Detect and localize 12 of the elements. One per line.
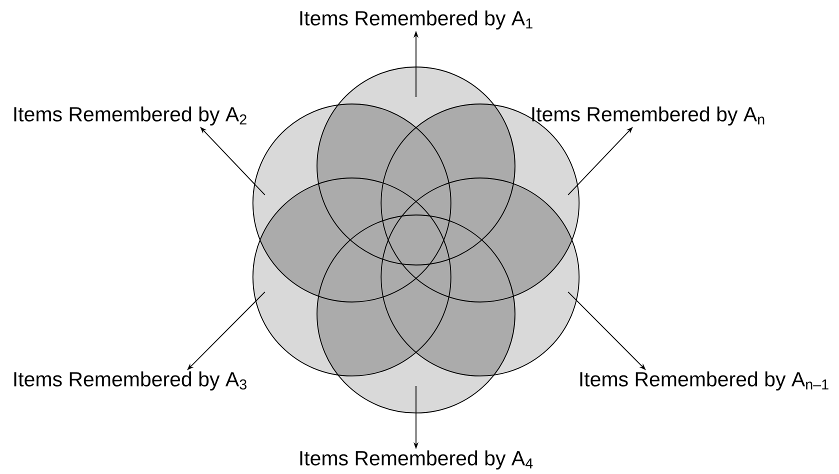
item-label: Items Remembered by A$_{4}$ — [300, 450, 533, 470]
item-label: Items Remembered by A$_{1}$ — [300, 10, 532, 30]
item-label: Items Remembered by A$_{n–1}$ — [580, 371, 828, 391]
circle — [316, 66, 516, 266]
item-label: Items Remembered by A$_{2}$ — [14, 106, 246, 126]
circle — [380, 104, 580, 302]
circle — [252, 178, 452, 376]
item-label: Items Remembered by A$_{n}$ — [532, 106, 764, 126]
circle — [380, 178, 580, 376]
circle — [252, 104, 452, 302]
circle — [316, 214, 516, 414]
item-label: Items Remembered by A$_{3}$ — [14, 371, 246, 391]
